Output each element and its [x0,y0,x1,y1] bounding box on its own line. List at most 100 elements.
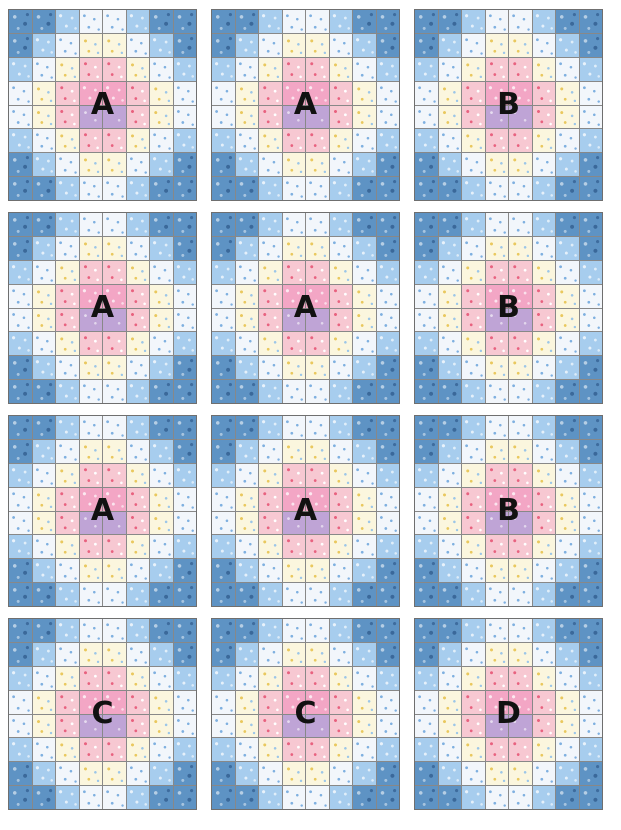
fabric-square [509,82,532,105]
fabric-square [306,380,329,403]
fabric-square [509,738,532,761]
fabric-square [533,440,556,463]
fabric-square [283,106,306,129]
fabric-square [283,464,306,487]
fabric-square [236,82,259,105]
fabric-square [486,10,509,33]
fabric-square [306,237,329,260]
fabric-square [330,332,353,355]
fabric-square [212,237,235,260]
fabric-square [127,738,150,761]
fabric-square [556,153,579,176]
fabric-square [259,82,282,105]
fabric-square [330,619,353,642]
fabric-square [33,488,56,511]
fabric-square [556,58,579,81]
fabric-square [80,619,103,642]
fabric-square [306,715,329,738]
fabric-square [330,559,353,582]
fabric-square [212,153,235,176]
fabric-square [330,440,353,463]
fabric-square [56,786,79,809]
fabric-square [353,153,376,176]
fabric-square [556,177,579,200]
fabric-square [306,285,329,308]
fabric-square [580,440,603,463]
fabric-square [439,488,462,511]
fabric-square [174,535,197,558]
fabric-square [174,177,197,200]
fabric-square [150,380,173,403]
fabric-square [283,691,306,714]
fabric-square [377,356,400,379]
fabric-square [330,356,353,379]
fabric-square [509,643,532,666]
fabric-square [353,309,376,332]
fabric-square [33,82,56,105]
fabric-square [150,559,173,582]
fabric-square [174,667,197,690]
fabric-square [9,82,32,105]
fabric-square [580,691,603,714]
fabric-square [236,715,259,738]
fabric-square [283,643,306,666]
fabric-square [212,261,235,284]
fabric-square [533,416,556,439]
fabric-square [462,177,485,200]
fabric-square [174,129,197,152]
fabric-square [259,762,282,785]
fabric-square [439,619,462,642]
fabric-square [306,583,329,606]
fabric-square [509,762,532,785]
fabric-square [509,559,532,582]
fabric-square [127,488,150,511]
fabric-square [439,715,462,738]
fabric-square [33,356,56,379]
fabric-square [580,762,603,785]
fabric-square [439,58,462,81]
fabric-square [103,380,126,403]
fabric-square [174,583,197,606]
fabric-square [33,512,56,535]
fabric-square [556,738,579,761]
fabric-square [353,177,376,200]
fabric-square [283,380,306,403]
fabric-square [486,34,509,57]
fabric-square [486,58,509,81]
fabric-square [236,58,259,81]
fabric-square [306,261,329,284]
fabric-square [580,34,603,57]
quilt-block: A [8,415,197,607]
fabric-square [80,177,103,200]
fabric-square [56,237,79,260]
fabric-square [80,129,103,152]
fabric-square [259,332,282,355]
fabric-square [415,129,438,152]
fabric-square [56,153,79,176]
fabric-square [439,380,462,403]
fabric-square [330,535,353,558]
fabric-square [56,440,79,463]
fabric-square [580,512,603,535]
fabric-square [462,559,485,582]
fabric-square [377,309,400,332]
fabric-square [509,356,532,379]
quilt-block: D [414,618,603,810]
fabric-square [80,738,103,761]
fabric-square [306,129,329,152]
fabric-square [150,213,173,236]
fabric-square [174,440,197,463]
fabric-square [103,237,126,260]
fabric-square [80,512,103,535]
fabric-square [212,559,235,582]
fabric-square [174,356,197,379]
fabric-square [174,619,197,642]
fabric-square [353,10,376,33]
fabric-square [533,106,556,129]
fabric-square [556,416,579,439]
fabric-square [580,416,603,439]
fabric-square [415,106,438,129]
fabric-square [556,488,579,511]
fabric-square [330,691,353,714]
fabric-square [533,619,556,642]
